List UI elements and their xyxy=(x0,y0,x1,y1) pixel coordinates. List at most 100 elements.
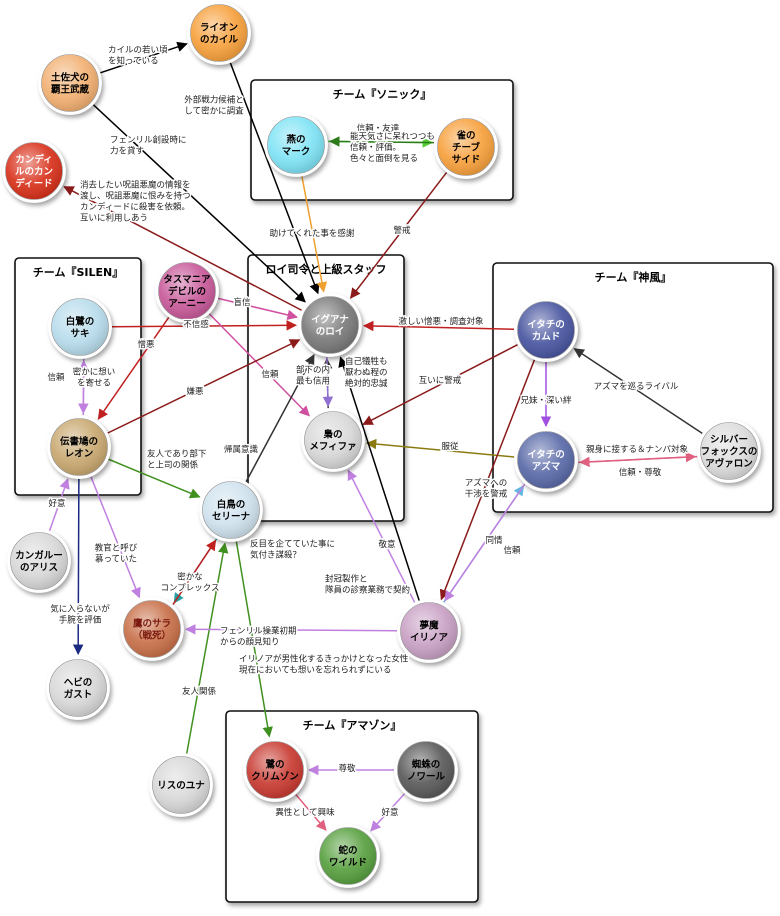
node-highlight xyxy=(158,262,216,320)
label-azuma-avalon: 信頼・尊敬 xyxy=(617,466,663,480)
edge-label-text: 封冠製作と xyxy=(325,574,368,585)
label-kamud-mephi: 互いに警戒 xyxy=(417,374,463,388)
edge-iguana-candy xyxy=(63,186,302,311)
edge-label-text: イリノアが男性化するきっかけとなった女性 xyxy=(239,654,409,665)
edge-label-text: 盲信 xyxy=(233,297,251,308)
node-label: 雀の xyxy=(455,130,475,142)
label-serina-iguana: 帰属意識 xyxy=(222,443,260,457)
edge-tasmania-leon xyxy=(97,316,170,420)
label-tasmania-iguana: 盲信 xyxy=(232,296,253,310)
node-label: リスのユナ xyxy=(157,781,205,792)
node-highlight xyxy=(10,532,68,590)
node-highlight xyxy=(267,116,325,174)
node-label: イリノア xyxy=(410,633,449,644)
node-label: （戦死） xyxy=(133,630,171,642)
node-squirrel[interactable]: リスのユナ xyxy=(149,753,213,817)
edge-tosa-lion xyxy=(100,41,188,74)
edge-avalon-kamud xyxy=(573,348,703,434)
node-label: セリーナ xyxy=(212,512,250,523)
label-avalon-kamud: アズマを巡るライバル xyxy=(592,380,680,394)
label-saki-leon: 信頼 xyxy=(46,371,67,385)
label-avalon-azuma: 親身に接する＆ナンパ対象 xyxy=(584,443,690,457)
edge-label-text: カンディードに殺害を依頼。 xyxy=(80,202,190,213)
node-label: 鷹のサラ xyxy=(133,618,171,630)
edge-iriya-mephi xyxy=(347,469,416,603)
edge-label-text: 好意 xyxy=(381,807,398,818)
edge-label-text: 気に入らないが xyxy=(50,604,110,615)
node-highlight xyxy=(437,118,495,176)
edge-leon-snake xyxy=(72,478,84,656)
node-label: ルのカン xyxy=(15,167,53,178)
edge-label-text: 厭わぬ程の xyxy=(345,368,388,378)
team-title: チーム『神風』 xyxy=(595,270,672,284)
edge-tasmania-mephi xyxy=(208,313,310,417)
edge-label-text: アズマを巡るライバル xyxy=(594,381,679,392)
relationship-edges xyxy=(48,41,703,832)
node-sara[interactable]: 鷹のサラ（戦死） xyxy=(120,597,184,661)
edge-label-text: フェンリル創設時に xyxy=(110,135,187,146)
node-label: ディード xyxy=(15,178,52,190)
edge-labels: カイルの若い頃を知っている外部戦力候補として密かに調査フェンリル創設時に力を貸す… xyxy=(46,43,690,820)
label-crimson-wild: 異性として興味 xyxy=(274,806,337,820)
edge-label-text: 兄妹・深い絆 xyxy=(520,395,572,406)
edge-iriya-iguana xyxy=(338,356,420,601)
edge-label-text: 最も信用 xyxy=(296,376,330,387)
edge-crimson-wild xyxy=(295,793,327,831)
node-label: タスマニア xyxy=(163,274,211,286)
edge-label-text: 能天気さに呆れつつも xyxy=(350,131,435,142)
label-swallow-iguana: 助けてくれた事を感謝 xyxy=(268,227,356,241)
node-highlight xyxy=(49,659,107,717)
label-swallow-sparrow: 信頼・友達 xyxy=(355,122,401,136)
edge-label-text: 同情 xyxy=(485,535,503,546)
node-label: カンガルー xyxy=(15,550,63,562)
edge-spider-wild xyxy=(370,793,406,832)
node-label: のアリス xyxy=(20,563,58,574)
edge-label-text: を知っている xyxy=(108,56,159,67)
edge-label-text: フェンリル操業初期 xyxy=(220,626,297,637)
node-label: デビルの xyxy=(168,286,206,298)
edge-label-text: 激しい憎悪・調査対象 xyxy=(398,316,484,327)
edge-kamud-mephi xyxy=(362,344,518,426)
node-label: メフィファ xyxy=(309,442,356,453)
node-highlight xyxy=(301,296,359,354)
edge-leon-serina xyxy=(108,458,201,499)
edge-label-text: 帰属意識 xyxy=(224,444,259,455)
team-title: チーム『SILEN』 xyxy=(33,265,123,279)
edge-label-text: コンプレックス xyxy=(161,584,220,594)
edge-leon-sara xyxy=(90,476,141,599)
label-kamud-azuma: 兄妹・深い絆 xyxy=(519,394,574,408)
label-squirrel-serina: 友人関係 xyxy=(180,685,218,699)
node-label: イタチの xyxy=(527,319,565,331)
node-label: クリムゾン xyxy=(251,771,299,783)
node-label: 白鷺の xyxy=(66,316,95,328)
edge-saki-iguana xyxy=(111,320,298,331)
edge-label-text: 手腕を評価 xyxy=(59,615,102,626)
